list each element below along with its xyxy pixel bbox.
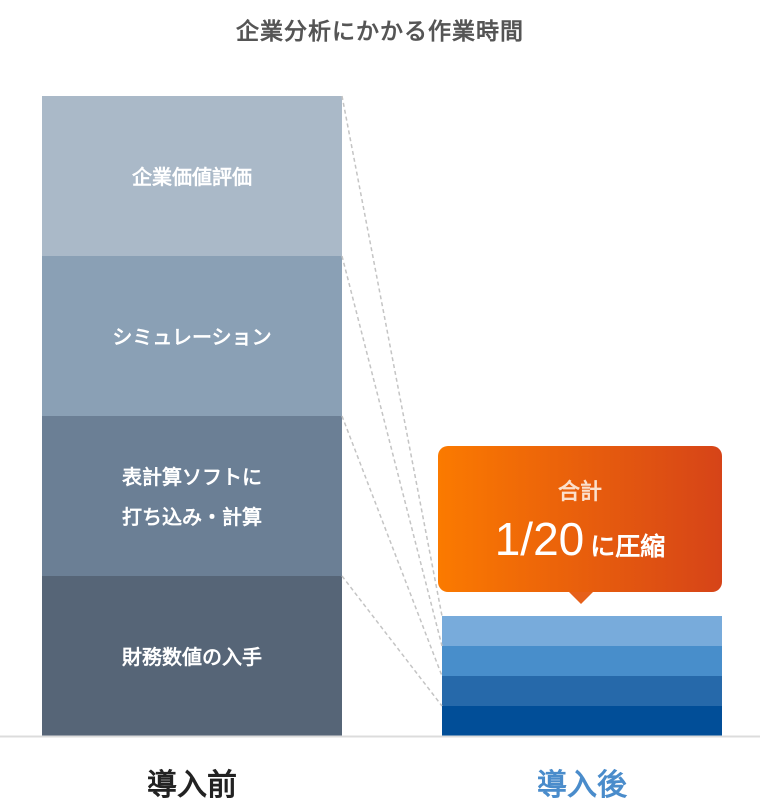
- callout-suffix: に圧縮: [590, 532, 666, 561]
- bar-segment: [442, 676, 722, 706]
- connector-line: [341, 255, 443, 647]
- bar-segment: [442, 616, 722, 646]
- callout-ratio: 1/20: [494, 513, 585, 565]
- bar-segment: [442, 646, 722, 676]
- segment-label: 企業価値評価: [131, 165, 252, 189]
- callout-sub: 合計: [557, 480, 602, 505]
- bar-segment: [42, 96, 342, 256]
- connector-line: [341, 95, 443, 617]
- bar-segment: [442, 706, 722, 736]
- segment-label: 打ち込み・計算: [122, 505, 262, 529]
- chart-title: 企業分析にかかる作業時間: [236, 19, 524, 45]
- connector-line: [341, 415, 443, 677]
- category-label: 導入前: [147, 768, 237, 803]
- segment-label: 財務数値の入手: [122, 645, 262, 669]
- segment-label: 表計算ソフトに: [122, 465, 262, 489]
- segment-label: シミュレーション: [112, 325, 271, 349]
- category-label: 導入後: [537, 768, 628, 803]
- bar-segment: [42, 576, 342, 736]
- connector-line: [341, 575, 443, 707]
- bar-segment: [42, 256, 342, 416]
- bar-segment: [42, 416, 342, 576]
